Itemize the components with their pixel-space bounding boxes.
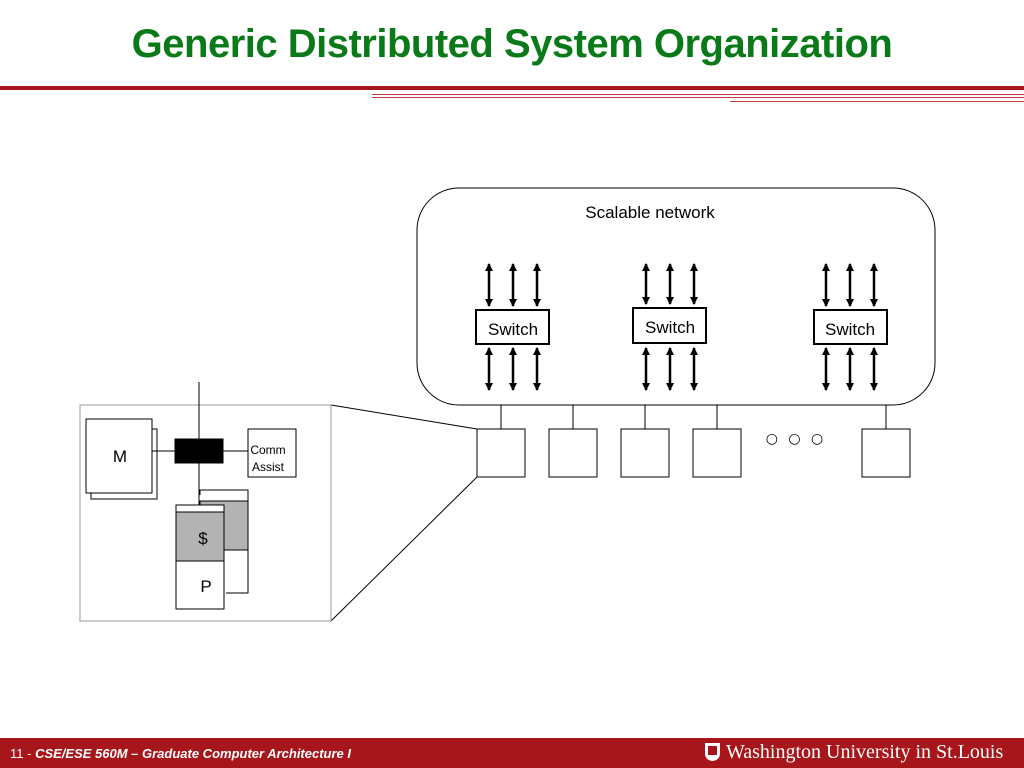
zoom-line-top — [330, 404, 478, 430]
title-rule-tertiary — [372, 97, 1024, 98]
node-box — [620, 428, 670, 478]
node-box — [548, 428, 598, 478]
course-title: CSE/ESE 560M – Graduate Computer Archite… — [35, 746, 352, 761]
footer-text: 11 - CSE/ESE 560M – Graduate Computer Ar… — [10, 746, 351, 761]
switch-1: Switch — [475, 263, 550, 391]
title-rule-primary — [0, 86, 1024, 90]
switch-3-label: Switch — [825, 320, 875, 339]
cache-label: $ — [198, 529, 208, 548]
switch-2: Switch — [632, 263, 707, 391]
scalable-network-label: Scalable network — [585, 203, 715, 222]
node-box — [692, 428, 742, 478]
comm-assist-label-line-2: Assist — [252, 460, 285, 474]
zoom-line-bottom — [330, 476, 478, 622]
title-rule-secondary — [372, 94, 1024, 95]
memory-label: M — [113, 447, 127, 466]
node-box — [861, 428, 911, 478]
node-box — [476, 428, 526, 478]
footer-bar: 11 - CSE/ESE 560M – Graduate Computer Ar… — [0, 738, 1024, 768]
processor-label: P — [200, 577, 211, 596]
node-links — [500, 405, 887, 429]
cache-box — [175, 511, 225, 562]
switch-3: Switch — [813, 263, 888, 391]
memory-box — [85, 418, 153, 494]
switch-2-label: Switch — [645, 318, 695, 337]
switch-1-label: Switch — [488, 320, 538, 339]
university-name: Washington University in St.Louis — [726, 741, 1004, 763]
page-number: 11 - — [10, 746, 32, 761]
slide-title: Generic Distributed System Organization — [131, 22, 893, 66]
comm-assist-box — [247, 428, 297, 478]
scalable-network-box — [416, 187, 936, 406]
comm-assist-label-line-1: Comm — [250, 443, 285, 457]
university-crest-icon — [705, 743, 720, 761]
title-rule-quaternary — [730, 101, 1024, 102]
bus-interconnect — [174, 438, 224, 464]
more-nodes-ellipsis: ○ ○ ○ — [766, 431, 827, 447]
